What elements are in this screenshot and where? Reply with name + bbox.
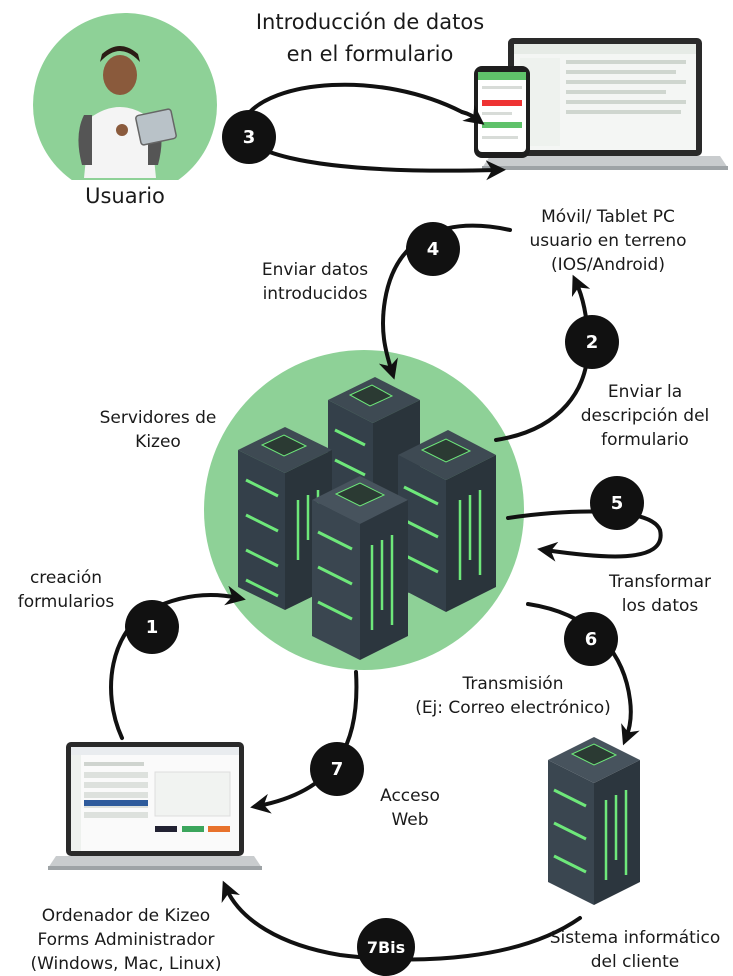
admin-computer-line-2: Forms Administrador — [37, 930, 215, 950]
transmission-label-line-2: (Ej: Correo electrónico) — [415, 698, 611, 718]
mobile-label-line-1: Móvil/ Tablet PC — [541, 207, 675, 227]
send-description-line-2: descripción del — [580, 406, 710, 426]
laptop-and-phone-icon — [474, 38, 728, 170]
step-badge-7: 7 — [310, 742, 364, 796]
title-line-1: Introducción de datos — [255, 10, 485, 34]
web-access-line-2: Web — [391, 810, 429, 830]
step-badge-3: 3 — [222, 110, 276, 164]
transmission-label: Transmisión (Ej: Correo electrónico) — [388, 672, 638, 720]
client-server-icon — [548, 737, 640, 905]
servers-label: Servidores de Kizeo — [88, 406, 228, 454]
transmission-label-line-1: Transmisión — [462, 674, 564, 694]
server-cluster-icon — [238, 377, 496, 660]
web-access-label: Acceso Web — [365, 784, 455, 832]
send-data-line-2: introducidos — [262, 284, 368, 304]
client-system-line-1: Sistema informático — [549, 928, 721, 948]
user-icon — [0, 13, 260, 210]
step-badge-2: 2 — [565, 315, 619, 369]
creation-label-line-1: creación — [29, 568, 103, 588]
arrow-step-7bis — [221, 880, 582, 962]
send-description-line-3: formulario — [601, 430, 689, 450]
mobile-label-line-3: (IOS/Android) — [551, 255, 665, 275]
transform-label: Transformar los datos — [590, 570, 730, 618]
user-label: Usuario — [85, 184, 165, 208]
creation-label: creación formularios — [6, 566, 126, 614]
send-data-line-1: Enviar datos — [261, 260, 369, 280]
arrow-step-4 — [378, 223, 512, 380]
servers-label-line-1: Servidores de — [99, 408, 217, 428]
send-description-label: Enviar la descripción del formulario — [570, 380, 720, 452]
creation-label-line-2: formularios — [17, 592, 115, 612]
step-badge-6: 6 — [564, 612, 618, 666]
arrow-step-5 — [506, 509, 663, 562]
admin-laptop-icon — [48, 742, 262, 870]
step-badge-5: 5 — [590, 476, 644, 530]
transform-label-line-1: Transformar — [609, 572, 711, 592]
admin-computer-line-1: Ordenador de Kizeo — [41, 906, 211, 926]
web-access-line-1: Acceso — [380, 786, 440, 806]
client-system-label: Sistema informático del cliente — [540, 926, 730, 974]
send-description-line-1: Enviar la — [607, 382, 683, 402]
send-data-label: Enviar datos introducidos — [245, 258, 385, 306]
client-system-line-2: del cliente — [590, 952, 680, 972]
admin-computer-line-3: (Windows, Mac, Linux) — [30, 954, 222, 974]
step-badge-7bis: 7Bis — [357, 918, 415, 976]
transform-label-line-2: los datos — [621, 596, 699, 616]
diagram-title: Introducción de datos en el formulario — [220, 6, 520, 70]
servers-label-line-2: Kizeo — [135, 432, 181, 452]
mobile-label: Móvil/ Tablet PC usuario en terreno (IOS… — [508, 205, 708, 277]
arrow-step-3-head — [460, 104, 485, 125]
step-badge-4: 4 — [406, 222, 460, 276]
title-line-2: en el formulario — [286, 42, 454, 66]
mobile-label-line-2: usuario en terreno — [529, 231, 687, 251]
arrow-step-3 — [239, 82, 506, 181]
step-badge-1: 1 — [125, 600, 179, 654]
admin-computer-label: Ordenador de Kizeo Forms Administrador (… — [10, 904, 242, 976]
